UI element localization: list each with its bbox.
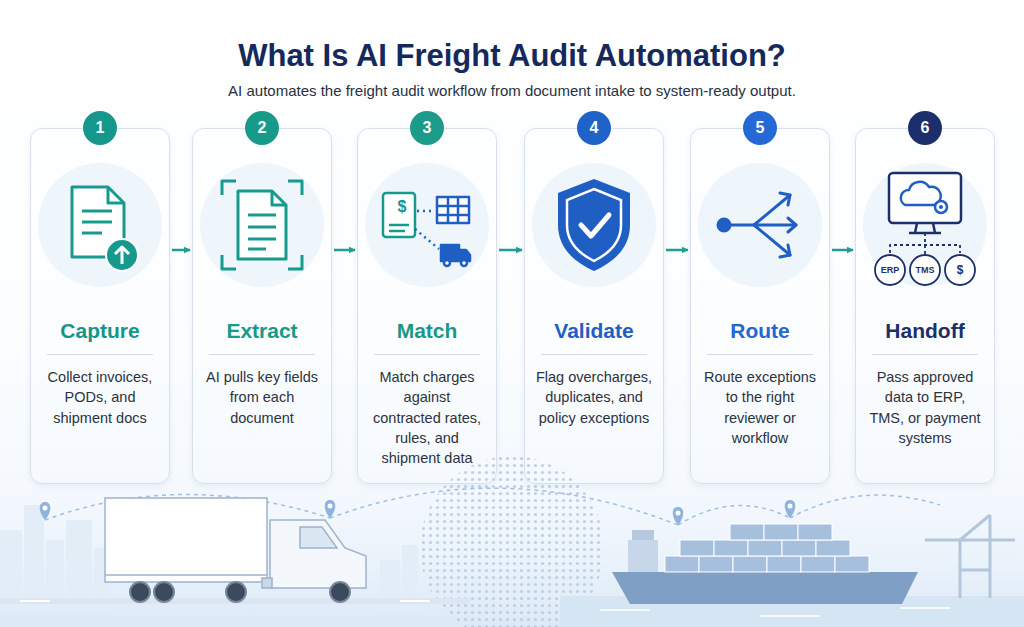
step-number: 5 xyxy=(756,119,765,137)
step-title: Capture xyxy=(47,319,153,355)
step-number: 2 xyxy=(258,119,267,137)
icon-label: TMS xyxy=(916,265,935,275)
step-number: 6 xyxy=(921,119,930,137)
flow-arrow xyxy=(334,249,355,252)
icon-label: $ xyxy=(398,198,407,216)
step-card: RouteRoute exceptions to the right revie… xyxy=(690,128,830,484)
diagram-title: What Is AI Freight Audit Automation? xyxy=(0,38,1024,74)
flow-arrow xyxy=(832,249,853,252)
step-number: 1 xyxy=(96,119,105,137)
icon-label: $ xyxy=(957,263,964,277)
step-description: Pass approved data to ERP, TMS, or payme… xyxy=(864,367,986,448)
flow-arrow xyxy=(666,249,688,252)
step-number-badge: 6 xyxy=(908,111,942,145)
flow-arrow xyxy=(499,249,522,252)
step-description: Match charges against contracted rates, … xyxy=(366,367,488,468)
step-title: Match xyxy=(374,319,480,355)
step-description: Collect invoices, PODs, and shipment doc… xyxy=(39,367,161,428)
step-number-badge: 2 xyxy=(245,111,279,145)
step-title: Handoff xyxy=(872,319,978,355)
flow-arrow xyxy=(172,249,190,252)
step-description: Flag overcharges, duplicates, and policy… xyxy=(533,367,655,428)
step-title: Validate xyxy=(541,319,647,355)
step-number: 4 xyxy=(590,119,599,137)
step-number-badge: 3 xyxy=(410,111,444,145)
step-description: Route exceptions to the right reviewer o… xyxy=(699,367,821,448)
step-title: Route xyxy=(707,319,813,355)
step-number-badge: 1 xyxy=(83,111,117,145)
step-card: HandoffPass approved data to ERP, TMS, o… xyxy=(855,128,995,484)
step-card: ValidateFlag overcharges, duplicates, an… xyxy=(524,128,664,484)
step-card: CaptureCollect invoices, PODs, and shipm… xyxy=(30,128,170,484)
step-description: AI pulls key fields from each document xyxy=(201,367,323,428)
step-card: Extract AI pulls key fields from each doc… xyxy=(192,128,332,484)
diagram-caption: AI automates the freight audit workflow … xyxy=(0,82,1024,99)
step-title: Extract xyxy=(209,319,315,355)
step-number-badge: 5 xyxy=(743,111,777,145)
step-number-badge: 4 xyxy=(577,111,611,145)
icon-label: ERP xyxy=(881,265,900,275)
step-card: MatchMatch charges against contracted ra… xyxy=(357,128,497,484)
step-number: 3 xyxy=(423,119,432,137)
